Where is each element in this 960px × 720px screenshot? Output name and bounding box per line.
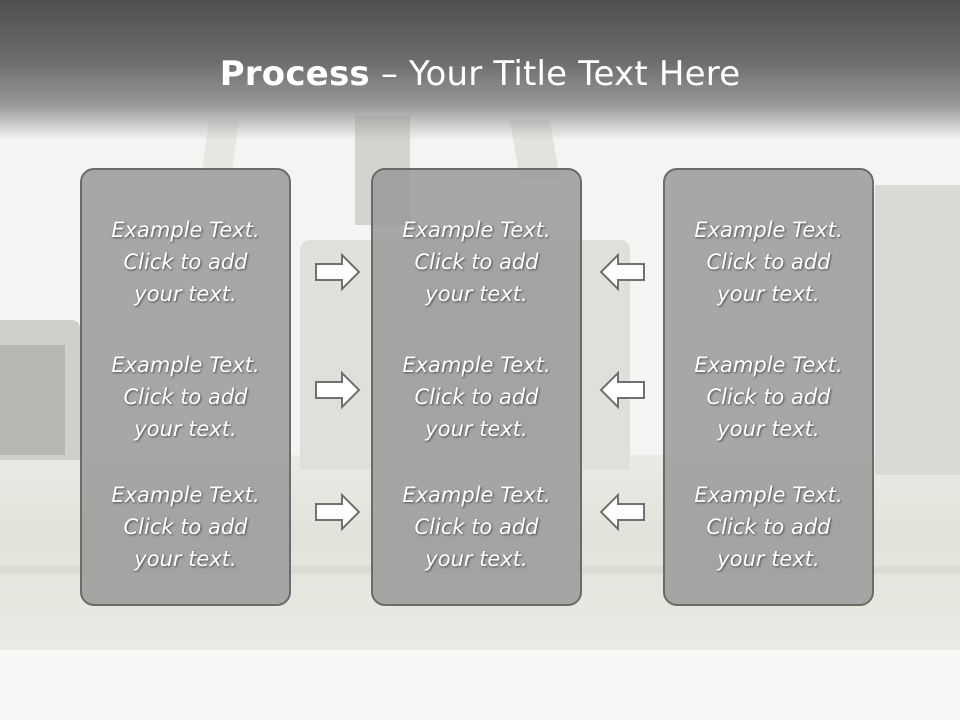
text-box-right[interactable]: Example Text. Click to add your text. Ex… (663, 168, 874, 606)
text-box-center[interactable]: Example Text. Click to add your text. Ex… (371, 168, 582, 606)
text-placeholder[interactable]: Example Text. Click to add your text. (694, 483, 843, 571)
title-rest: – Your Title Text Here (369, 54, 741, 94)
text-placeholder[interactable]: Example Text. Click to add your text. (402, 353, 551, 441)
text-placeholder[interactable]: Example Text. Click to add your text. (402, 218, 551, 306)
text-placeholder[interactable]: Example Text. Click to add your text. (111, 218, 260, 306)
arrow-right-icon (315, 370, 361, 410)
arrow-right-icon (315, 492, 361, 532)
text-box-left[interactable]: Example Text. Click to add your text. Ex… (80, 168, 291, 606)
arrow-right-icon (315, 252, 361, 292)
arrow-left-icon (599, 492, 645, 532)
title-bold: Process (219, 54, 370, 94)
text-placeholder[interactable]: Example Text. Click to add your text. (111, 353, 260, 441)
text-placeholder[interactable]: Example Text. Click to add your text. (111, 483, 260, 571)
arrow-left-icon (599, 252, 645, 292)
slide-title[interactable]: Process – Your Title Text Here (0, 54, 960, 94)
text-placeholder[interactable]: Example Text. Click to add your text. (694, 353, 843, 441)
text-placeholder[interactable]: Example Text. Click to add your text. (402, 483, 551, 571)
arrow-left-icon (599, 370, 645, 410)
title-bar (0, 0, 960, 140)
text-placeholder[interactable]: Example Text. Click to add your text. (694, 218, 843, 306)
